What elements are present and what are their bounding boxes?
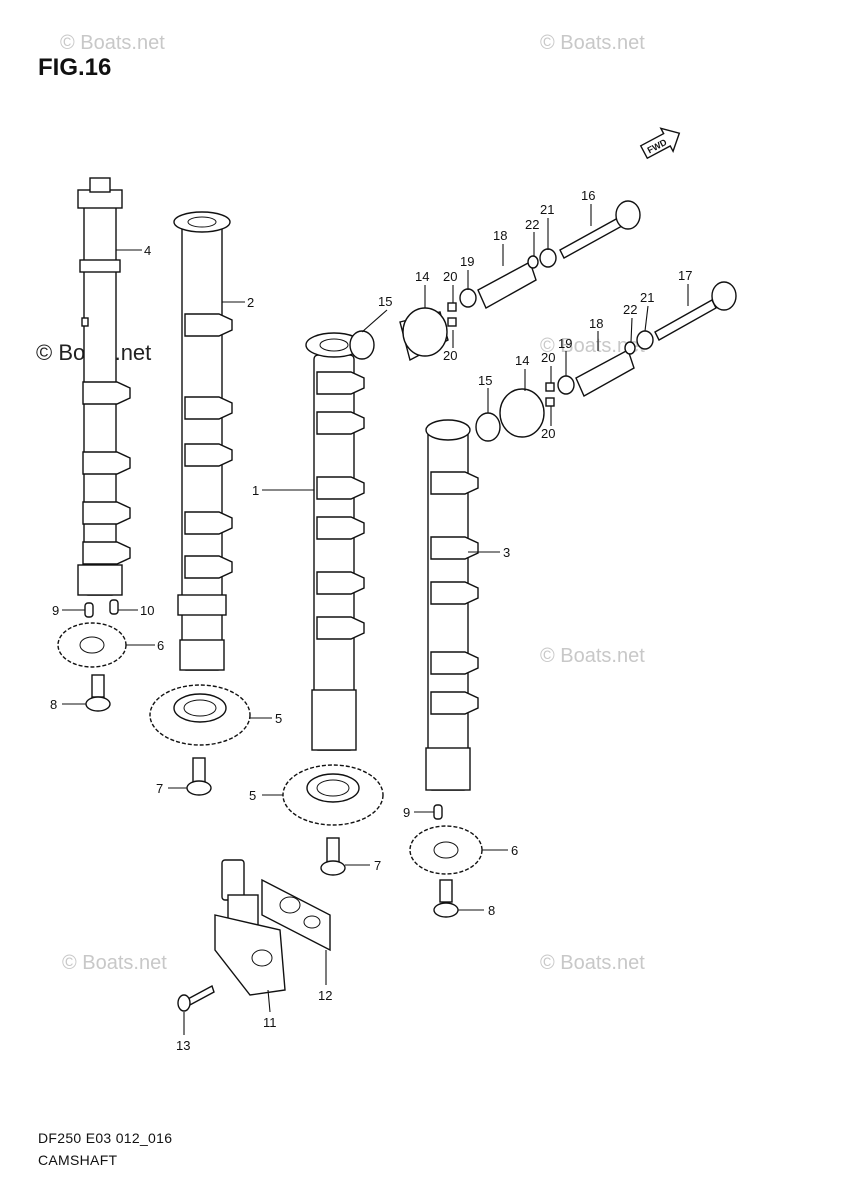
callout-11: 11 <box>263 1015 277 1030</box>
bolt-13[interactable] <box>177 984 215 1012</box>
callout-17: 17 <box>678 268 692 283</box>
callout-14: 14 <box>515 353 529 368</box>
callout-2: 2 <box>247 295 254 310</box>
callout-5: 5 <box>249 788 256 803</box>
cam-sprocket-6-left[interactable] <box>57 622 127 668</box>
drawing-name: CAMSHAFT <box>38 1152 118 1168</box>
pin-10[interactable] <box>109 599 119 615</box>
gasket-12[interactable] <box>261 878 331 952</box>
pin-9-left[interactable] <box>84 602 94 618</box>
callout-1: 1 <box>252 483 259 498</box>
callout-8: 8 <box>488 903 495 918</box>
valve-train-upper[interactable] <box>349 200 641 362</box>
watermark: © Boats.net <box>540 952 645 974</box>
callout-19: 19 <box>558 336 572 351</box>
callout-22: 22 <box>623 302 637 317</box>
drawing-code: DF250 E03 012_016 <box>38 1130 173 1146</box>
callout-6: 6 <box>157 638 164 653</box>
callout-22: 22 <box>525 217 539 232</box>
bolt-8-left[interactable] <box>85 674 111 712</box>
bolt-7-right[interactable] <box>320 837 346 876</box>
callout-labels: 4 2 1 3 9 10 6 8 5 7 5 7 9 6 8 11 12 13 … <box>50 188 692 1053</box>
watermark: © Boats.net <box>60 32 165 54</box>
callout-19: 19 <box>460 254 474 269</box>
callout-10: 10 <box>140 603 154 618</box>
camshaft-3[interactable] <box>425 419 479 791</box>
callout-21: 21 <box>640 290 654 305</box>
fwd-arrow-icon: FWD <box>639 127 681 160</box>
callout-18: 18 <box>493 228 507 243</box>
camshaft-4[interactable] <box>77 177 131 596</box>
callout-4: 4 <box>144 243 151 258</box>
camshaft-2[interactable] <box>173 211 233 671</box>
valve-train-lower[interactable] <box>475 281 737 442</box>
watermark: © Boats.net <box>540 645 645 667</box>
oil-control-valve-11[interactable] <box>214 859 286 996</box>
callout-5: 5 <box>275 711 282 726</box>
callout-12: 12 <box>318 988 332 1003</box>
callout-21: 21 <box>540 202 554 217</box>
watermark: © Boats.net <box>62 952 167 974</box>
callout-20: 20 <box>443 269 457 284</box>
figure-title: FIG.16 <box>38 54 112 81</box>
watermark: © Boats.net <box>540 32 645 54</box>
callout-18: 18 <box>589 316 603 331</box>
callout-8: 8 <box>50 697 57 712</box>
callout-14: 14 <box>415 269 429 284</box>
callout-15: 15 <box>478 373 492 388</box>
callout-9: 9 <box>403 805 410 820</box>
camshaft-1[interactable] <box>305 332 365 751</box>
cam-sprocket-6-right[interactable] <box>409 825 483 875</box>
callout-15: 15 <box>378 294 392 309</box>
callout-6: 6 <box>511 843 518 858</box>
bolt-7-left[interactable] <box>186 757 212 796</box>
callout-20: 20 <box>443 348 457 363</box>
pin-9-right[interactable] <box>433 804 443 820</box>
callout-16: 16 <box>581 188 595 203</box>
callout-3: 3 <box>503 545 510 560</box>
callout-9: 9 <box>52 603 59 618</box>
callout-7: 7 <box>156 781 163 796</box>
leader-lines <box>62 204 689 1035</box>
callout-13: 13 <box>176 1038 190 1053</box>
cam-sprocket-5-right[interactable] <box>282 764 384 826</box>
bolt-8-right[interactable] <box>433 879 459 918</box>
callout-20: 20 <box>541 426 555 441</box>
callout-7: 7 <box>374 858 381 873</box>
cam-sprocket-5-left[interactable] <box>149 684 251 746</box>
callout-20: 20 <box>541 350 555 365</box>
